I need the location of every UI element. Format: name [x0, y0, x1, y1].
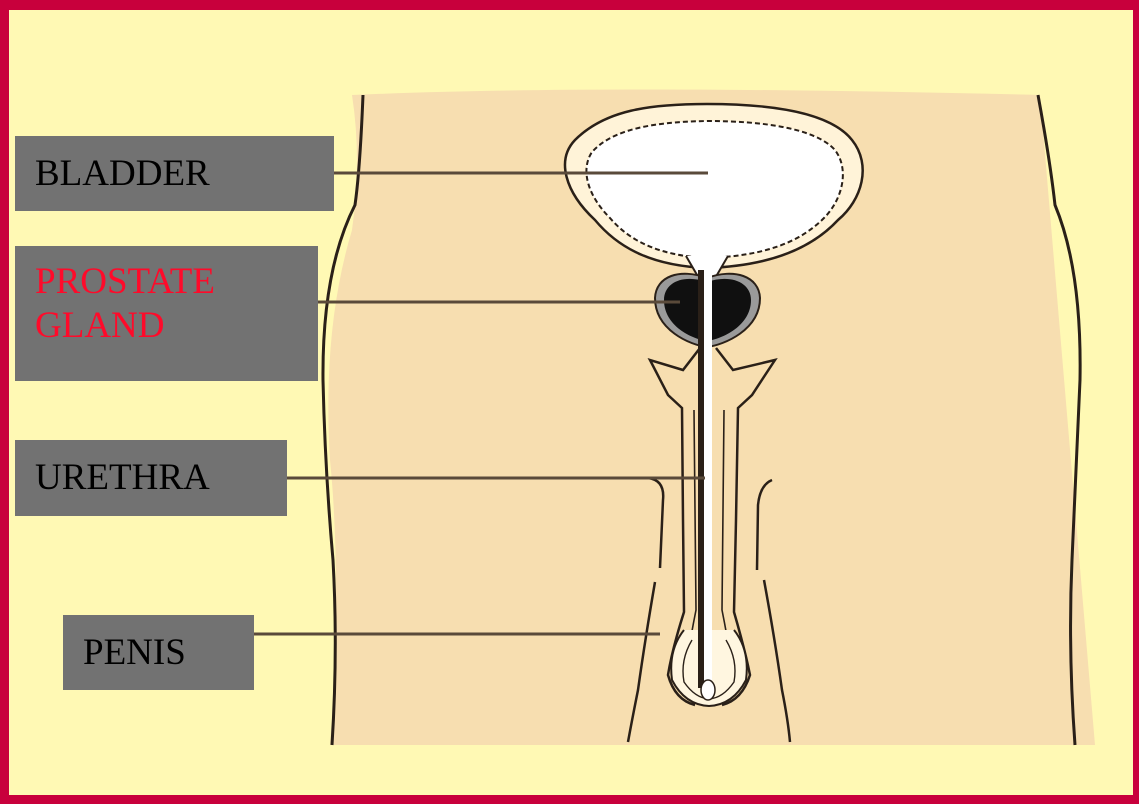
prostate-gland-label: PROSTATE GLAND — [15, 246, 318, 381]
penis-label-text: PENIS — [83, 631, 254, 675]
bladder-label-text: BLADDER — [35, 152, 334, 196]
penis-label: PENIS — [63, 615, 254, 690]
urethra-label: URETHRA — [15, 440, 287, 516]
prostate-label-line1: PROSTATE — [35, 260, 318, 304]
prostate-label-line2: GLAND — [35, 304, 318, 348]
bladder-label: BLADDER — [15, 136, 334, 211]
urethra-label-text: URETHRA — [35, 456, 287, 500]
urethra-meatus — [701, 680, 715, 700]
